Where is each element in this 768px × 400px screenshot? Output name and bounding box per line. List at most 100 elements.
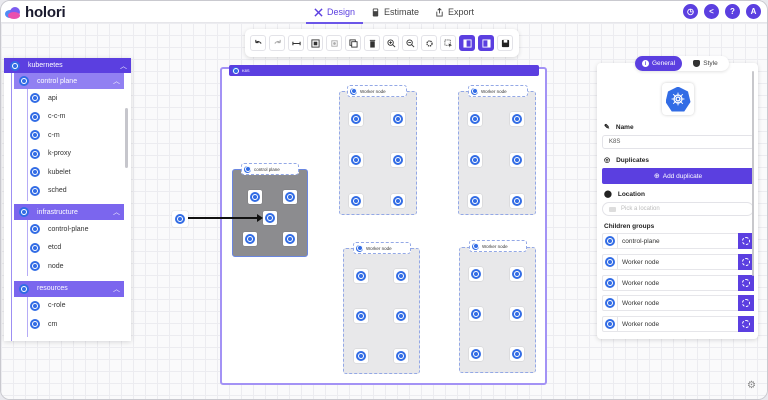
sidebar-root-kubernetes[interactable]: kubernetes ︿ bbox=[4, 58, 131, 73]
undo-button[interactable] bbox=[250, 35, 266, 51]
sidebar-item-api[interactable]: api bbox=[14, 89, 124, 108]
k8s-group-header[interactable]: K8S bbox=[229, 65, 539, 76]
select-area-button[interactable] bbox=[307, 35, 323, 51]
worker-node-group-1-label[interactable]: Worker node bbox=[347, 85, 407, 97]
canvas-node[interactable] bbox=[263, 211, 277, 225]
canvas-settings-gear-icon[interactable]: ⚙ bbox=[747, 380, 756, 391]
sidebar-item-control-plane[interactable]: control-plane bbox=[14, 220, 124, 239]
child-group-row[interactable]: Worker node bbox=[602, 316, 754, 332]
worker-node-group-4-label[interactable]: Worker node bbox=[469, 240, 527, 252]
child-group-row[interactable]: Worker node bbox=[602, 254, 754, 270]
select-child-button[interactable] bbox=[738, 295, 754, 311]
canvas-node[interactable] bbox=[510, 267, 524, 281]
canvas-node[interactable] bbox=[469, 267, 483, 281]
child-group-row[interactable]: Worker node bbox=[602, 275, 754, 291]
canvas-node[interactable] bbox=[468, 112, 482, 126]
redo-button[interactable] bbox=[269, 35, 285, 51]
name-input[interactable]: K8S bbox=[602, 135, 754, 149]
logo[interactable]: holori bbox=[5, 4, 66, 21]
sidebar-item-kubelet[interactable]: kubelet bbox=[14, 163, 124, 182]
chevron-up-icon[interactable]: ︿ bbox=[113, 78, 120, 85]
toggle-left-panel-button[interactable] bbox=[459, 35, 475, 51]
canvas-node[interactable] bbox=[243, 232, 257, 246]
zoom-out-button[interactable] bbox=[402, 35, 418, 51]
canvas-node[interactable] bbox=[510, 112, 524, 126]
share-button[interactable]: < bbox=[704, 4, 719, 19]
canvas-node[interactable] bbox=[510, 194, 524, 208]
control-plane-group-label[interactable]: control plane bbox=[241, 163, 299, 175]
add-duplicate-button[interactable]: ⊕ Add duplicate bbox=[602, 168, 754, 184]
duplicate-button[interactable] bbox=[345, 35, 361, 51]
kubernetes-icon bbox=[471, 269, 481, 279]
canvas-node[interactable] bbox=[391, 153, 405, 167]
child-group-row[interactable]: Worker node bbox=[602, 295, 754, 311]
chevron-up-icon[interactable]: ︿ bbox=[120, 63, 127, 70]
sidebar-scrollbar[interactable] bbox=[125, 108, 128, 168]
canvas-node[interactable] bbox=[468, 153, 482, 167]
group-logo[interactable] bbox=[662, 83, 694, 115]
settings-button[interactable] bbox=[421, 35, 437, 51]
select-child-button[interactable] bbox=[738, 233, 754, 249]
group-header-control-plane[interactable]: control plane ︿ bbox=[14, 73, 124, 89]
canvas-node[interactable] bbox=[469, 347, 483, 361]
canvas-node[interactable] bbox=[349, 194, 363, 208]
worker-node-group-2-label[interactable]: Worker node bbox=[468, 85, 528, 97]
sidebar-item-k-proxy[interactable]: k-proxy bbox=[14, 145, 124, 164]
group-button[interactable] bbox=[326, 35, 342, 51]
external-node[interactable] bbox=[172, 211, 188, 227]
location-input[interactable]: Pick a location bbox=[602, 202, 754, 216]
canvas-node[interactable] bbox=[349, 153, 363, 167]
tab-export[interactable]: Export bbox=[427, 1, 482, 23]
name-label-text: Name bbox=[615, 123, 634, 131]
select-pointer-button[interactable] bbox=[440, 35, 456, 51]
tab-estimate[interactable]: Estimate bbox=[363, 1, 427, 23]
child-group-row[interactable]: control-plane bbox=[602, 233, 754, 249]
canvas-node[interactable] bbox=[283, 190, 297, 204]
worker-node-group-3-label[interactable]: Worker node bbox=[353, 242, 411, 254]
panel-scrollbar[interactable] bbox=[752, 71, 754, 276]
align-button[interactable] bbox=[288, 35, 304, 51]
sidebar-item-c-m[interactable]: c-m bbox=[14, 126, 124, 145]
canvas-node[interactable] bbox=[394, 269, 408, 283]
sidebar-item-node[interactable]: node bbox=[14, 257, 124, 276]
canvas-node[interactable] bbox=[510, 347, 524, 361]
select-child-button[interactable] bbox=[738, 316, 754, 332]
canvas-node[interactable] bbox=[354, 349, 368, 363]
toggle-right-panel-button[interactable] bbox=[478, 35, 494, 51]
save-button[interactable] bbox=[497, 35, 513, 51]
canvas-node[interactable] bbox=[394, 349, 408, 363]
canvas-node[interactable] bbox=[391, 112, 405, 126]
canvas-node[interactable] bbox=[283, 232, 297, 246]
tab-general[interactable]: i General bbox=[635, 56, 682, 71]
sidebar-item-c-role[interactable]: c-role bbox=[14, 297, 124, 316]
sidebar-item-sched[interactable]: sched bbox=[14, 182, 124, 201]
canvas-node[interactable] bbox=[248, 190, 262, 204]
connection-arrow[interactable] bbox=[188, 217, 258, 219]
account-avatar[interactable]: A bbox=[746, 4, 761, 19]
chevron-up-icon[interactable]: ︿ bbox=[113, 209, 120, 216]
tab-style[interactable]: Style bbox=[682, 56, 729, 71]
select-child-button[interactable] bbox=[738, 275, 754, 291]
select-child-button[interactable] bbox=[738, 254, 754, 270]
canvas-node[interactable] bbox=[349, 112, 363, 126]
canvas-node[interactable] bbox=[394, 309, 408, 323]
zoom-in-button[interactable] bbox=[383, 35, 399, 51]
sidebar-item-etcd[interactable]: etcd bbox=[14, 239, 124, 258]
canvas-node[interactable] bbox=[391, 194, 405, 208]
canvas-node[interactable] bbox=[468, 194, 482, 208]
canvas-node[interactable] bbox=[469, 307, 483, 321]
chevron-up-icon[interactable]: ︿ bbox=[113, 285, 120, 293]
trash-icon bbox=[369, 39, 375, 48]
help-button[interactable]: ? bbox=[725, 4, 740, 19]
sidebar-item-c-c-m[interactable]: c-c-m bbox=[14, 108, 124, 127]
group-header-resources[interactable]: resources ︿ bbox=[14, 280, 124, 297]
history-button[interactable]: ◷ bbox=[683, 4, 698, 19]
canvas-node[interactable] bbox=[354, 269, 368, 283]
group-header-infrastructure[interactable]: infrastructure ︿ bbox=[14, 204, 124, 220]
canvas-node[interactable] bbox=[510, 307, 524, 321]
canvas-node[interactable] bbox=[510, 153, 524, 167]
sidebar-item-cm[interactable]: cm bbox=[14, 315, 124, 334]
canvas-node[interactable] bbox=[354, 309, 368, 323]
tab-design[interactable]: Design bbox=[306, 1, 364, 24]
delete-button[interactable] bbox=[364, 35, 380, 51]
